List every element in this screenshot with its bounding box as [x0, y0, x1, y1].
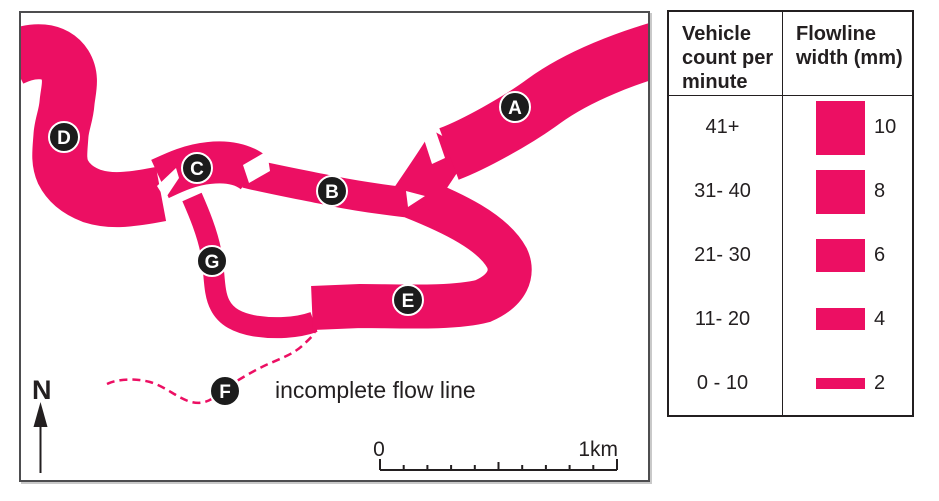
flow-line-d [21, 24, 167, 228]
scale-bar-ticks [379, 459, 618, 471]
map-panel: A B C D E F G [19, 11, 650, 482]
step-notch-a-junction [421, 126, 445, 164]
scale-end-label: 1km [578, 438, 618, 461]
legend-row-0-10: 2 [783, 351, 912, 415]
flow-label-g: G [196, 245, 228, 277]
incomplete-flow-dashed-line [106, 328, 318, 405]
flowline-swatch-6mm [816, 238, 865, 272]
flow-label-f: F [209, 375, 241, 407]
flow-label-a: A [499, 91, 531, 123]
step-notch-c-b [243, 151, 270, 183]
flowline-width-4: 4 [874, 307, 886, 330]
flow-label-b-text: B [325, 182, 339, 203]
flowline-swatch-8mm [816, 169, 865, 214]
legend-count-21-30: 21- 30 [669, 223, 783, 288]
flow-line-a [438, 23, 648, 180]
legend-count-0-10: 0 - 10 [669, 351, 783, 415]
flow-label-d: D [48, 121, 80, 153]
flow-label-e: E [392, 284, 424, 316]
flow-label-g-text: G [205, 252, 220, 273]
flowline-width-2: 2 [874, 371, 886, 394]
flowline-width-6: 6 [874, 243, 886, 266]
flowline-width-10: 10 [874, 116, 897, 139]
flowline-swatch-2mm [816, 377, 865, 389]
legend-row-11-20: 4 [783, 287, 912, 351]
flow-label-e-text: E [402, 291, 415, 312]
legend-row-41plus: 10 [783, 96, 912, 160]
flow-label-c-text: C [190, 159, 204, 180]
flow-label-d-text: D [57, 128, 71, 149]
north-arrow-icon: N [32, 375, 52, 473]
flow-label-c: C [181, 152, 213, 184]
legend-row-31-40: 8 [783, 160, 912, 224]
flow-label-a-text: A [508, 98, 522, 119]
step-notch-d-c [157, 168, 179, 199]
legend-header-flowline-width: Flowline width (mm) [783, 12, 912, 96]
flowline-swatch-4mm [816, 308, 865, 331]
step-notch-b-e [406, 191, 425, 207]
incomplete-flow-note: incomplete flow line [275, 377, 476, 403]
north-label: N [32, 375, 52, 405]
scale-bar: 0 1km [373, 438, 618, 471]
legend-header-vehicle-count: Vehicle count per minute [669, 12, 783, 96]
scale-start-label: 0 [373, 438, 385, 461]
legend-count-31-40: 31- 40 [669, 159, 783, 224]
legend-table: Vehicle count per minute Flowline width … [667, 10, 914, 417]
flowline-width-8: 8 [874, 180, 886, 203]
legend-count-11-20: 11- 20 [669, 287, 783, 352]
flow-map-canvas: A B C D E F G [21, 23, 648, 473]
flowline-swatch-10mm [816, 100, 865, 155]
flow-label-b: B [316, 175, 348, 207]
legend-count-41plus: 41+ [669, 96, 783, 160]
legend-row-21-30: 6 [783, 224, 912, 288]
flow-label-f-text: F [219, 382, 231, 403]
flow-line-g [182, 192, 318, 339]
